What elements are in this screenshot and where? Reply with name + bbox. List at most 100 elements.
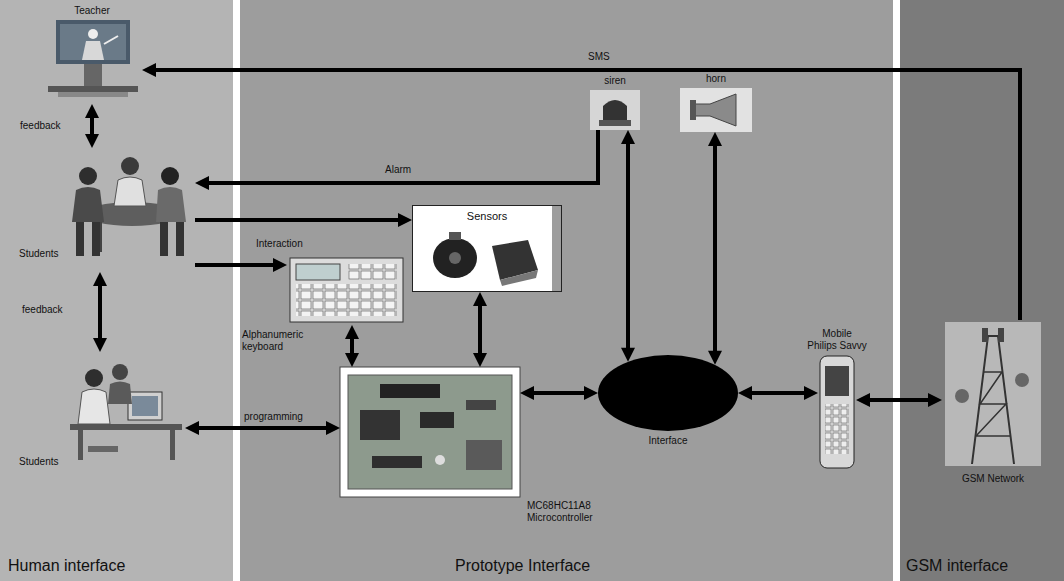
horn-icon: horn [680,88,752,132]
band-region: GSM interfaceGSM Network [900,0,1064,581]
connector-arrow [195,130,598,190]
connector-arrow [856,393,942,407]
sensor-illustration [449,252,461,264]
band-ground [0,0,233,581]
connector-line [478,302,482,357]
students-illustration [156,187,186,222]
students-illustration [72,157,186,256]
microcontroller-illustration [348,375,512,489]
arrow-head [142,63,156,77]
edge-label: programming [244,411,303,423]
siren-illustration [603,100,627,120]
node-label: Mobile Philips Savvy [807,328,867,352]
arrow-head [621,130,635,144]
band-region: Human interfaceTeacherStudentsStudents [0,0,233,581]
arrow-head [738,386,752,400]
microcontroller-illustration [372,456,422,468]
connector-arrow [520,386,598,400]
microcontroller-illustration [435,455,445,465]
node-label: Teacher [42,5,142,17]
mobile-phone: Mobile Philips Savvy [818,355,856,470]
connector-arrow [85,104,99,148]
student-group: Students [15,148,195,272]
keyboard-illustration [290,258,403,322]
arrow-head [345,325,359,339]
band-label: Prototype Interface [455,556,590,575]
gsm-tower-illustration [945,322,1041,466]
connector-line [748,391,808,395]
sensor-illustration [500,270,538,286]
arrow-head [473,353,487,367]
horn-illustration [690,100,696,120]
gsm-tower: GSM Network [942,320,1044,488]
microcontroller-illustration [340,367,520,497]
keyboard-illustration [296,284,397,316]
arrow-head [928,393,942,407]
horn-illustration [680,88,752,132]
teacher-illustration [60,24,126,60]
node-label: Sensors [413,210,561,223]
teacher-illustration [58,92,128,97]
keyboard-illustration [348,264,397,280]
sensor-illustration [433,238,477,278]
students-illustration [170,430,175,460]
connector-arrow [185,421,340,435]
connector-arrow [195,213,412,227]
ellipse-shape [598,355,738,431]
edge-label: Interaction [256,238,303,250]
arrow-head [345,353,359,367]
microcontroller-illustration [420,412,454,428]
connector-line [98,282,102,342]
arrow-head [185,421,199,435]
teacher-illustration [84,64,102,86]
interface-ellipse: Interface [598,355,738,431]
arrow-head [473,292,487,306]
arrow-head [621,348,635,362]
horn-illustration [694,94,736,126]
microcontroller-illustration [360,410,400,440]
connector-arrow [142,63,1020,320]
band-ground [900,0,1064,581]
connector-line [152,70,1020,320]
mobile-illustration [825,366,849,396]
keyboard-illustration [290,258,403,322]
connector-arrow [473,292,487,367]
band-region: Prototype Interface siren hornSensorsAlpha… [240,0,893,581]
students-illustration [176,222,184,256]
microcontroller-illustration [380,384,440,398]
connector-arrow [621,130,635,362]
edge-label: Alarm [385,164,411,176]
students-illustration [128,392,162,420]
students-illustration [76,222,84,256]
arrow-head [856,393,870,407]
gsm-tower-illustration [945,322,1041,466]
mobile-illustration [825,404,849,454]
connector-line [195,263,277,267]
students-illustration [72,187,104,222]
sensor-illustration [449,232,461,240]
node-label: MC68HC11A8 Microcontroller [527,500,607,524]
connector-arrow [345,325,359,367]
gsm-tower-illustration [972,336,1014,464]
siren-icon: siren [590,90,640,130]
edge-label: feedback [22,304,63,316]
keyboard-illustration [296,264,340,280]
arrow-head [93,338,107,352]
students-illustration [78,430,83,460]
band-ground [240,0,893,581]
microcontroller-illustration [466,400,496,410]
node-label: Students [19,456,58,468]
sensor-box: Sensors [412,205,562,292]
connector-line [195,426,330,430]
teacher-illustration [104,36,118,44]
node-label: GSM Network [942,473,1044,485]
gsm-tower-illustration [955,389,969,403]
students-illustration [88,446,118,452]
node-label: Interface [598,435,738,447]
students-illustration [92,222,100,256]
students-illustration [112,364,128,380]
arrow-head [708,132,722,146]
gsm-tower-illustration [998,328,1004,342]
node-label: Alphanumeric keyboard [242,329,322,353]
